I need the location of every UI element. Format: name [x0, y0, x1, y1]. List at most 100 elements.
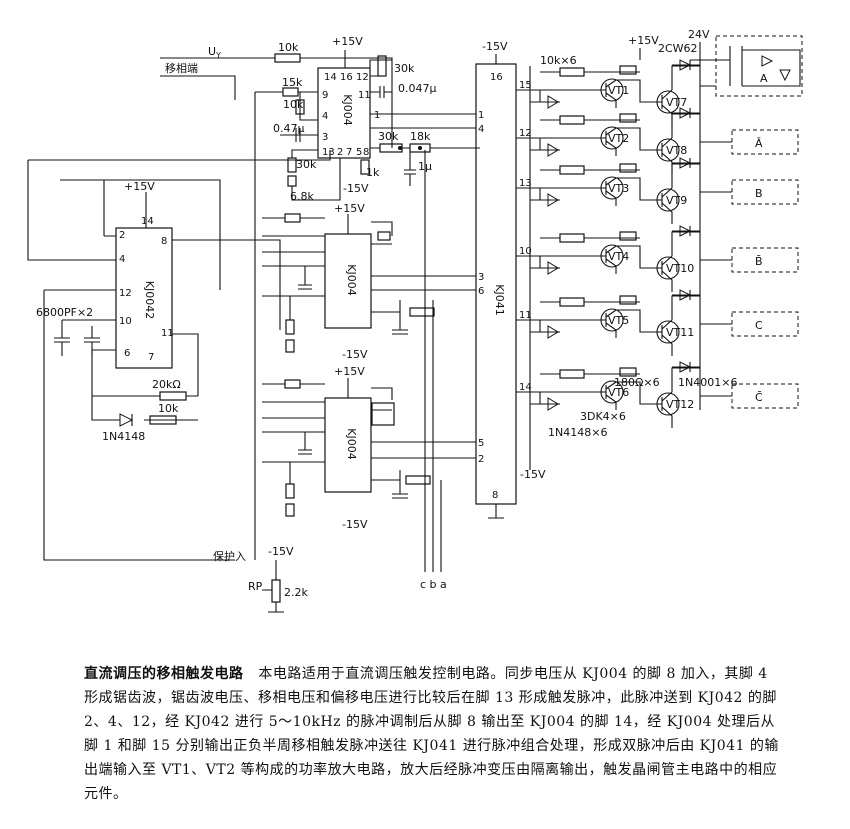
- circuit-schematic: KJ004 14 16 12 9 11 4 3 13 2 7 5 8 1 +15…: [27, 28, 803, 613]
- transistor-label: VT2: [608, 132, 629, 145]
- svg-text:3DK4×6: 3DK4×6: [580, 410, 626, 423]
- svg-text:30k: 30k: [296, 158, 317, 171]
- svg-text:12: 12: [119, 288, 132, 299]
- svg-text:2: 2: [478, 454, 484, 465]
- svg-text:1: 1: [478, 110, 484, 121]
- output-label: C̄: [755, 391, 763, 404]
- svg-text:3: 3: [478, 272, 484, 283]
- svg-text:6: 6: [124, 348, 130, 359]
- svg-text:8: 8: [161, 236, 167, 247]
- svg-text:2CW62: 2CW62: [658, 42, 698, 55]
- transistor-label: VT5: [608, 314, 629, 327]
- vcc-pos-label: +15V: [332, 35, 363, 48]
- pin-label: 1: [374, 110, 380, 121]
- output-label: Ā: [755, 137, 763, 150]
- svg-text:14: 14: [141, 216, 154, 227]
- shift-label: 移相端: [165, 62, 198, 75]
- svg-text:24V: 24V: [688, 28, 710, 41]
- svg-text:+15V: +15V: [334, 365, 365, 378]
- output-label: C: [755, 319, 763, 332]
- rp-label: RP: [248, 580, 263, 593]
- svg-text:-15V: -15V: [268, 545, 294, 558]
- svg-text:180Ω×6: 180Ω×6: [614, 376, 660, 389]
- caption-body: 本电路适用于直流调压触发控制电路。同步电压从 KJ004 的脚 8 加入，其脚 …: [84, 666, 779, 802]
- pin-label: 5: [356, 147, 362, 158]
- pin-label: 7: [346, 147, 352, 158]
- output-label: B: [755, 187, 763, 200]
- output-box: [731, 179, 799, 205]
- svg-text:10: 10: [119, 316, 132, 327]
- output-box: [731, 247, 799, 273]
- kj041-output-pin: 11: [519, 310, 532, 321]
- svg-text:+15V: +15V: [628, 34, 659, 47]
- svg-text:11: 11: [161, 328, 174, 339]
- pin-label: 3: [322, 132, 328, 143]
- ic-kj041-label: KJ041: [493, 284, 506, 315]
- svg-text:10k: 10k: [283, 98, 304, 111]
- output-box: [731, 129, 799, 155]
- ic-kj0042: [115, 227, 173, 369]
- svg-text:2: 2: [119, 230, 125, 241]
- transistor-label: VT1: [608, 84, 629, 97]
- phase-label: c b a: [420, 578, 447, 591]
- svg-text:0.47μ: 0.47μ: [273, 122, 305, 135]
- svg-text:+15V: +15V: [124, 180, 155, 193]
- sync-label: UY: [208, 45, 221, 60]
- svg-text:30k: 30k: [378, 130, 399, 143]
- transistor-label: VT7: [666, 96, 687, 109]
- svg-text:-15V: -15V: [342, 518, 368, 531]
- svg-text:7: 7: [148, 352, 154, 363]
- pin-label: 12: [356, 72, 369, 83]
- transistor-label: VT3: [608, 182, 629, 195]
- pin-label: 16: [340, 72, 353, 83]
- svg-text:18k: 18k: [410, 130, 431, 143]
- svg-text:1N4001×6: 1N4001×6: [678, 376, 737, 389]
- svg-text:6800PF×2: 6800PF×2: [36, 306, 93, 319]
- svg-text:1N4148×6: 1N4148×6: [548, 426, 607, 439]
- pin-label: 14: [324, 72, 337, 83]
- pin-label: 8: [363, 147, 369, 158]
- ic-kj004-top: [317, 67, 371, 159]
- svg-text:-15V: -15V: [343, 182, 369, 195]
- svg-text:4: 4: [478, 124, 484, 135]
- caption-title: 直流调压的移相触发电路: [84, 666, 244, 682]
- svg-text:1N4148: 1N4148: [102, 430, 145, 443]
- svg-text:+15V: +15V: [334, 202, 365, 215]
- ic-kj004-mid-label: KJ004: [345, 264, 358, 295]
- transistor-label: VT10: [666, 262, 694, 275]
- ic-kj004-top-label: KJ004: [341, 94, 354, 125]
- protect-label: 保护入: [213, 549, 246, 563]
- svg-text:10k: 10k: [158, 402, 179, 415]
- svg-text:16: 16: [490, 72, 503, 83]
- svg-text:-15V: -15V: [342, 348, 368, 361]
- svg-text:0.047μ: 0.047μ: [398, 82, 437, 95]
- ic-kj004-bottom-label: KJ004: [345, 428, 358, 459]
- svg-text:10k×6: 10k×6: [540, 54, 577, 67]
- pin-label: 13: [322, 147, 335, 158]
- kj041-output-pin: 15: [519, 80, 532, 91]
- transistor-label: VT9: [666, 194, 687, 207]
- output-label: B̄: [755, 255, 763, 268]
- svg-text:-15V: -15V: [520, 468, 546, 481]
- svg-text:6.8k: 6.8k: [290, 190, 314, 203]
- pin-label: 2: [337, 147, 343, 158]
- transistor-label: VT11: [666, 326, 694, 339]
- output-box-a-transformer: [715, 35, 803, 97]
- pin-label: 9: [322, 90, 328, 101]
- svg-text:4: 4: [119, 254, 125, 265]
- transistor-label: VT8: [666, 144, 687, 157]
- output-box: [731, 383, 799, 409]
- svg-text:2.2k: 2.2k: [284, 586, 308, 599]
- svg-text:6: 6: [478, 286, 484, 297]
- pin-label: 4: [322, 111, 328, 122]
- kj041-output-pin: 13: [519, 178, 532, 189]
- svg-text:5: 5: [478, 438, 484, 449]
- kj041-output-pin: 14: [519, 382, 532, 393]
- kj041-output-pin: 12: [519, 128, 532, 139]
- caption: 直流调压的移相触发电路 本电路适用于直流调压触发控制电路。同步电压从 KJ004…: [84, 662, 784, 806]
- output-box: [731, 311, 799, 337]
- svg-text:8: 8: [492, 490, 498, 501]
- svg-text:15k: 15k: [282, 76, 303, 89]
- transistor-label: VT12: [666, 398, 694, 411]
